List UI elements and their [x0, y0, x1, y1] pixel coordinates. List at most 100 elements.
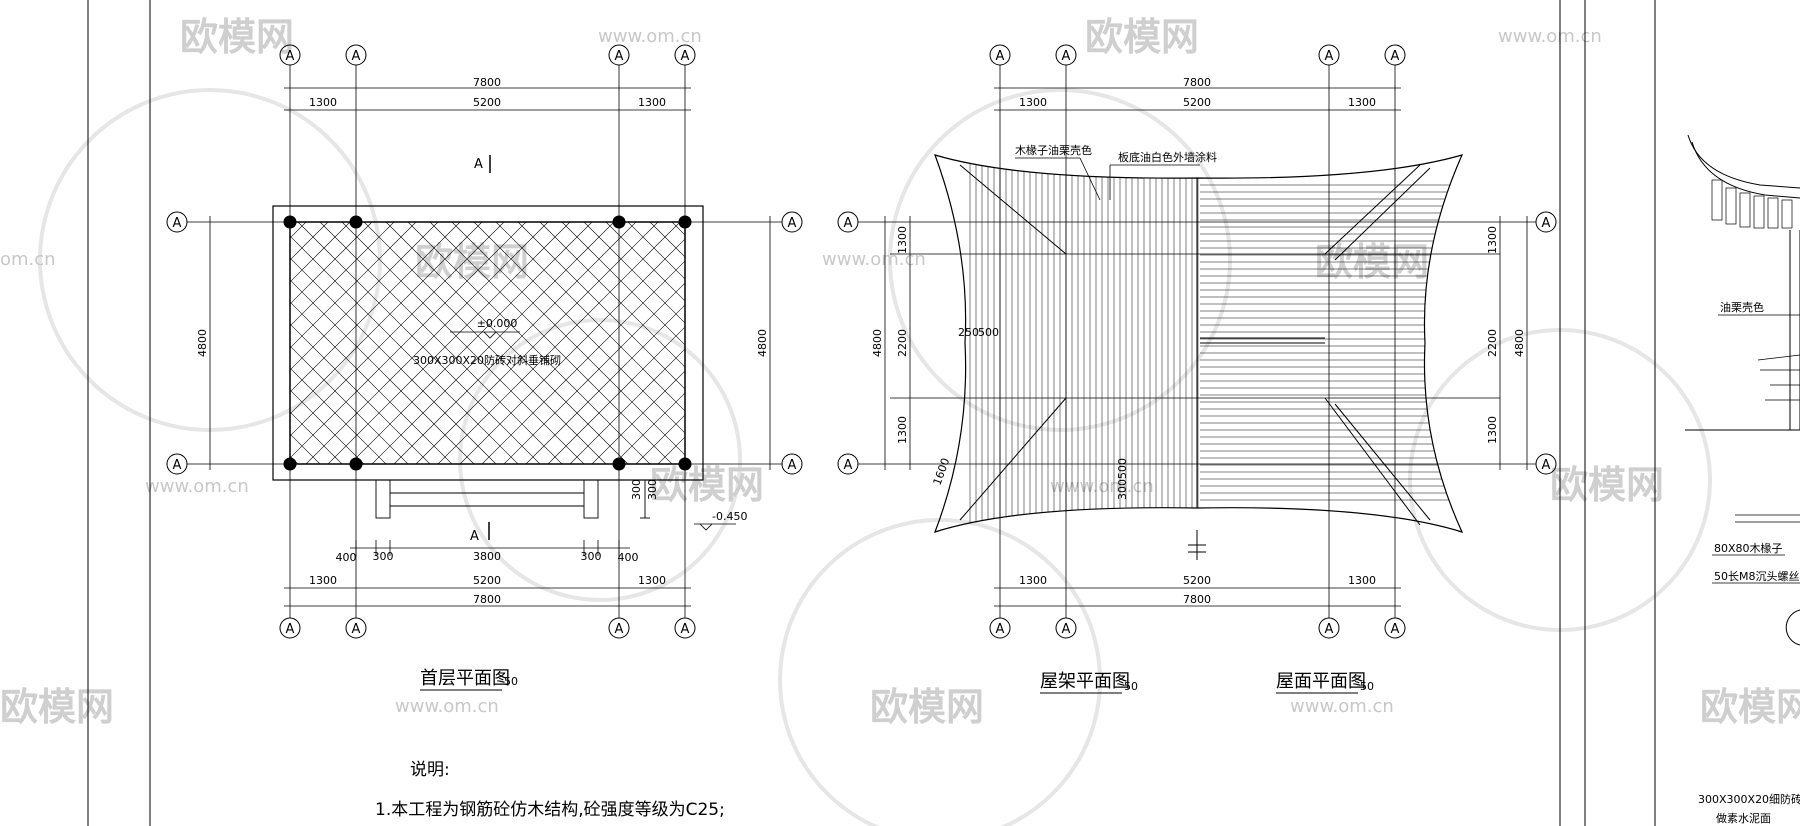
slab-outline: [272, 205, 704, 481]
dim-roof-bay-mid: 5200: [1183, 96, 1211, 109]
floor-area: [289, 221, 686, 465]
note-rafter: 木椽子油栗壳色: [1015, 143, 1092, 157]
axis-bubble: A: [674, 44, 696, 66]
column: [349, 457, 363, 471]
note-color: 油栗壳色: [1720, 300, 1764, 314]
dim-roof-total-y-left: 4800: [871, 329, 884, 357]
axis-bubble: A: [1055, 44, 1077, 66]
dim-roof-total-y-right: 4800: [1513, 329, 1526, 357]
axis-label: A: [286, 622, 295, 637]
dim-roof-bay-left: 1300: [1019, 96, 1047, 109]
dim-step-300-left: 300: [373, 550, 394, 563]
axis-label: A: [173, 216, 182, 231]
ground-floor-plan: A A A A A A A A A A A A 7800 1300 5200 1…: [166, 44, 803, 691]
dim-roof-bay-left-bottom: 1300: [1019, 574, 1047, 587]
level-mark-bottom: -0.450: [694, 510, 747, 531]
dim-250: 250: [958, 326, 979, 339]
column: [678, 215, 692, 229]
axis-label: A: [173, 458, 182, 473]
watermark-brand: 欧模网: [1700, 685, 1800, 729]
dim-step-400-left: 400: [336, 551, 357, 564]
axis-bubble: A: [1055, 617, 1077, 639]
dim-step-3800: 3800: [473, 550, 501, 563]
axis-label: A: [286, 49, 295, 64]
dim-bay-mid: 5200: [473, 96, 501, 109]
dim-roof-bay-right: 1300: [1348, 96, 1376, 109]
watermark-arc: [458, 318, 742, 602]
label-bolt: 50长M8沉头螺丝: [1714, 570, 1800, 583]
detail-callout-circle: [1785, 609, 1800, 646]
dim-total-y-right: 4800: [756, 329, 769, 357]
dim-total-x-bottom: 7800: [473, 593, 501, 606]
roof-frame-scale: 50: [1124, 680, 1138, 693]
roof-eave-outline: [933, 154, 1464, 533]
dim-roof-bay-right-bottom: 1300: [1348, 574, 1376, 587]
section-detail: 油栗壳色 80X80木椽子 50长M8沉头螺丝 300X300X20细防砖, 做…: [1685, 134, 1800, 825]
dim-total-x: 7800: [473, 76, 501, 89]
axis-label: A: [1542, 216, 1551, 231]
dim-bay-mid-bottom: 5200: [473, 574, 501, 587]
dim-1600: 1600: [931, 456, 953, 487]
level-text: ±0.000: [477, 317, 518, 330]
eave-curve: [1691, 141, 1800, 199]
dim-roof-1300-right-top: 1300: [1486, 226, 1499, 254]
label-tile: 300X300X20细防砖,: [1698, 792, 1800, 806]
watermark-url: www.om.cn: [1290, 696, 1394, 717]
axis-label: A: [1062, 49, 1071, 64]
axis-bubble: A: [989, 617, 1011, 639]
axis-bubble: A: [608, 44, 630, 66]
axis-label: A: [352, 49, 361, 64]
column: [349, 215, 363, 229]
column: [283, 215, 297, 229]
watermark-brand: 欧模网: [870, 685, 984, 729]
axis-bubble: A: [781, 211, 803, 233]
watermark-url: www.om.cn: [1498, 26, 1602, 47]
axis-label: A: [681, 622, 690, 637]
dimension-top: [284, 87, 691, 111]
watermark-brand: 欧模网: [0, 685, 114, 729]
dim-step-400-right: 400: [618, 551, 639, 564]
column: [612, 457, 626, 471]
dim-bay-right: 1300: [638, 96, 666, 109]
roof-scale: 50: [1360, 680, 1374, 693]
watermark-layer: 欧模网 欧模网 欧模网 欧模网 欧模网 欧模网 欧模网 欧模网 欧模网 www.…: [0, 15, 1800, 826]
axis-label: A: [788, 216, 797, 231]
roof-plans: A A A A A A A A A A A A 7800 1300 5200 1…: [837, 44, 1557, 694]
dim-300-500: 300500: [1116, 458, 1129, 500]
ground-floor-title: 首层平面图: [420, 668, 510, 689]
dim-roof-total-x: 7800: [1183, 76, 1211, 89]
watermark-brand: 欧模网: [1550, 463, 1664, 507]
level-text: -0.450: [712, 510, 747, 523]
dim-bay-left: 1300: [309, 96, 337, 109]
axis-label: A: [352, 622, 361, 637]
label-floor: 做素水泥面: [1716, 811, 1771, 825]
dim-bay-right-bottom: 1300: [638, 574, 666, 587]
label-rafter: 80X80木椽子: [1714, 542, 1783, 555]
axis-bubble: A: [674, 617, 696, 639]
dim-step-depth: 300: [646, 479, 659, 500]
dim-roof-1300-left-top: 1300: [896, 226, 909, 254]
column: [283, 457, 297, 471]
column-dots: [283, 215, 692, 471]
axis-bubble: A: [989, 44, 1011, 66]
axis-bubble: A: [1384, 617, 1406, 639]
column-base: [1757, 354, 1800, 401]
section-mark-bottom: A: [470, 529, 479, 544]
watermark-brand: 欧模网: [650, 463, 764, 507]
axis-label: A: [615, 622, 624, 637]
axis-bubble: A: [345, 617, 367, 639]
dim-step-300-right: 300: [581, 550, 602, 563]
notes-line-1: 1.本工程为钢筋砼仿木结构,砼强度等级为C25;: [375, 800, 725, 820]
axis-label: A: [844, 458, 853, 473]
watermark-url: www.om.cn: [598, 26, 702, 47]
axis-label: A: [1542, 458, 1551, 473]
axis-bubble: A: [781, 453, 803, 475]
axis-bubble: A: [166, 211, 188, 233]
axis-label: A: [1325, 49, 1334, 64]
watermark-url: www.om.cn: [395, 696, 499, 717]
dim-roof-1300-right-bottom: 1300: [1486, 416, 1499, 444]
note-leaders: [1015, 157, 1200, 201]
roof-ridges: [959, 164, 1431, 526]
section-mark-top: A: [474, 157, 483, 172]
